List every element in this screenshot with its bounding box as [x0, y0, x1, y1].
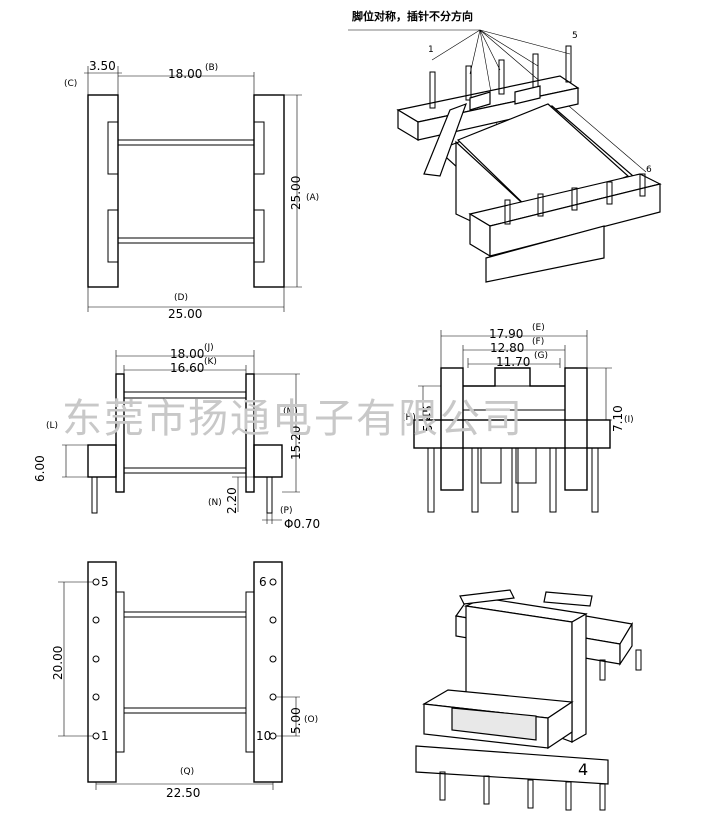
iso-pin-5-label: 5: [572, 31, 578, 41]
dim-m-tag: (M): [283, 407, 298, 417]
iso-pin-1-label: 1: [428, 45, 434, 55]
front-pin-2: [471, 447, 479, 513]
iso-pin-6-label: 6: [646, 165, 652, 175]
iso-view-bottom: 4: [415, 589, 642, 811]
top-left-flange: [87, 94, 119, 288]
dim-j-value: 18.00: [170, 347, 204, 361]
dim-b-tag: (B): [205, 63, 218, 73]
bottom-left-pin-holes: [92, 578, 100, 740]
front-right-post: [564, 367, 588, 491]
side-left-pin-block: [87, 444, 117, 478]
top-right-tab-upper: [253, 121, 265, 175]
side-left-pin: [91, 476, 98, 514]
bottom-right-strip: [253, 561, 283, 783]
bottom-left-strip: [87, 561, 117, 783]
dim-f-tag: (F): [532, 337, 544, 347]
front-pin-4: [549, 447, 557, 513]
bottom-right-pin-holes: [269, 578, 277, 740]
bottom-pin-1-label: 1: [101, 729, 109, 743]
dim-e-value: 17.90: [489, 327, 523, 341]
side-right-pin: [266, 476, 273, 514]
dim-d-value: 25.00: [168, 307, 202, 321]
dim-q-tag: (Q): [180, 767, 194, 777]
front-pin-1: [427, 447, 435, 513]
dim-q-value: 22.50: [166, 786, 200, 800]
side-view: 18.00 (J) 16.60 (K) 15.20 (M) 6.00 (L) 2…: [33, 343, 320, 531]
dim-o-value: 5.00: [289, 707, 303, 734]
top-right-flange: [253, 94, 285, 288]
side-right-pin-block: [253, 444, 283, 478]
dim-n-tag: (N): [208, 498, 222, 508]
dim-n-value: 2.20: [225, 487, 239, 514]
dim-h-tag: (H): [402, 413, 416, 423]
dim-o-tag: (O): [304, 715, 318, 725]
dim-j-tag: (J): [204, 343, 214, 353]
bottom-pin-10-label: 10: [256, 729, 271, 743]
front-pin-5: [591, 447, 599, 513]
dim-i-tag: (I): [624, 415, 634, 425]
dim-l-tag: (L): [46, 421, 58, 431]
dim-k-value: 16.60: [170, 361, 204, 375]
iso-view-top: 脚位对称，插针不分方向 1 5 6 10: [348, 9, 662, 283]
dim-p-value: Φ0.70: [284, 517, 320, 531]
dim-h-value: 5.45: [421, 405, 435, 432]
front-top-flange: [463, 367, 565, 387]
dim-m-value: 15.20: [289, 426, 303, 460]
side-right-flange: [245, 373, 255, 493]
dim-g-tag: (G): [534, 351, 548, 361]
dim-g-value: 11.70: [496, 355, 530, 369]
dim-c-value: 3.50: [89, 59, 116, 73]
front-left-post: [440, 367, 464, 491]
bottom-pin-5-label: 5: [101, 575, 109, 589]
symmetry-note: 脚位对称，插针不分方向: [352, 9, 473, 23]
dim-i-value: 7.10: [611, 405, 625, 432]
dim-p-tag: (P): [280, 506, 292, 516]
front-pin-3: [511, 447, 519, 513]
top-view: 3.50 (C) 18.00 (B) 25.00 (A) (D) 25.00: [64, 59, 319, 321]
bottom-pin-6-label: 6: [259, 575, 267, 589]
dim-d-tag: (D): [174, 293, 188, 303]
dim-b-value: 18.00: [168, 67, 202, 81]
dim-e-tag: (E): [532, 323, 545, 333]
dim-k-tag: (K): [204, 357, 217, 367]
dim-a-tag: (A): [306, 193, 319, 203]
side-left-flange: [115, 373, 125, 493]
dim-c-tag: (C): [64, 79, 77, 89]
company-watermark: 东莞市扬通电子有限公司: [62, 396, 524, 442]
dim-l-value: 6.00: [33, 455, 47, 482]
front-view: 17.90 (E) 12.80 (F) 11.70 (G) 5.45 (H) 7…: [402, 323, 634, 513]
dim-a-value: 25.00: [289, 176, 303, 210]
page-number: 4: [578, 760, 588, 779]
top-left-tab-lower: [107, 209, 119, 263]
dim-f-value: 12.80: [490, 341, 524, 355]
top-left-tab-upper: [107, 121, 119, 175]
top-right-tab-lower: [253, 209, 265, 263]
bottom-view: 5 6 1 10 20.00 5.00 (O) (Q) 22.50: [51, 561, 318, 800]
dim-20-value: 20.00: [51, 646, 65, 680]
